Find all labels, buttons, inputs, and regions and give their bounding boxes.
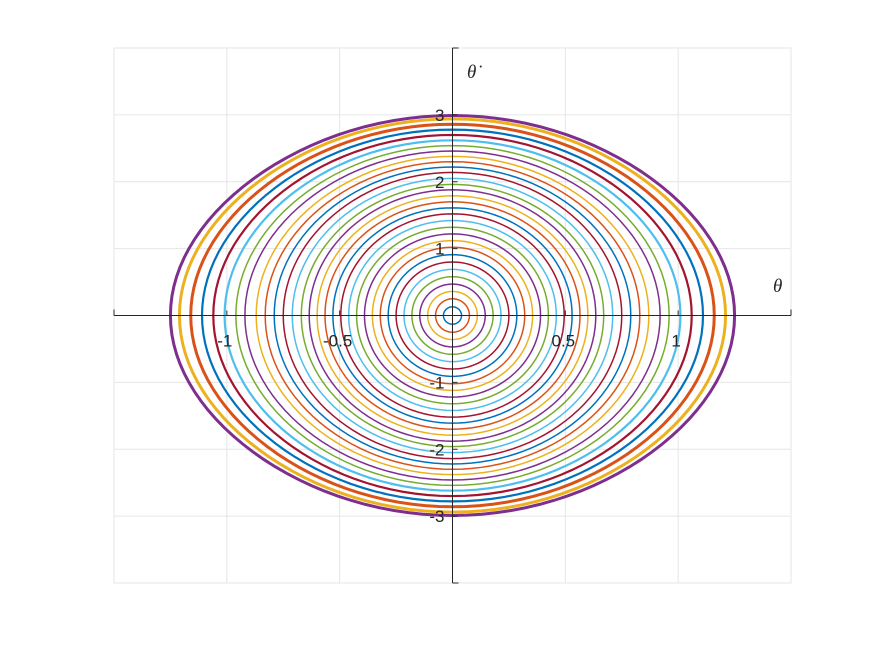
x-tick-label: 0.5 bbox=[552, 332, 576, 351]
tick-labels: -1 -0.5 0.5 1 3 2 1 -1 -2 -3 bbox=[217, 106, 681, 526]
axes bbox=[113, 47, 792, 584]
y-tick-label: 1 bbox=[435, 240, 444, 259]
x-tick-label: -1 bbox=[217, 332, 232, 351]
x-tick-label: -0.5 bbox=[323, 332, 352, 351]
y-tick-label: -3 bbox=[429, 507, 444, 526]
y-tick-label: 3 bbox=[435, 106, 444, 125]
y-tick-label: -2 bbox=[429, 440, 444, 459]
x-tick-label: 1 bbox=[671, 332, 680, 351]
y-tick-label: 2 bbox=[435, 173, 444, 192]
x-axis-label: θ bbox=[773, 276, 782, 297]
y-tick-label: -1 bbox=[429, 373, 444, 392]
